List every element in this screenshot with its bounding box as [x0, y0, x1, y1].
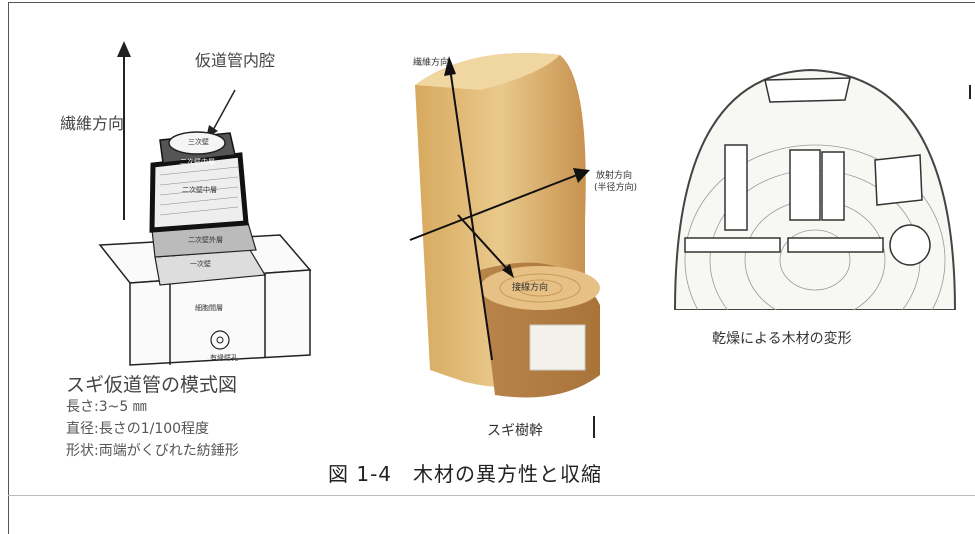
trunk-radial-direction-sub: (半径方向) [594, 183, 638, 193]
trunk-label-tag [529, 324, 586, 371]
piece-square-center [789, 149, 821, 221]
layer-label-s1-outer: 二次壁外層 [188, 236, 223, 244]
layer-label-s2: 二次壁中層 [182, 186, 217, 194]
piece-top-board [764, 77, 851, 103]
layer-label-middle-lamella: 細胞間層 [195, 304, 223, 312]
layer-label-s1-inner: 二次壁内層 [180, 158, 215, 166]
trunk-cross-section [480, 266, 600, 310]
piece-round-dowel [889, 224, 931, 266]
piece-square-far-right [874, 154, 923, 206]
lumen-pointer-line [211, 89, 236, 133]
frame-top-border [8, 2, 975, 3]
trunk-tangential-direction-label: 接線方向 [512, 283, 549, 293]
tangential-axis [457, 214, 509, 271]
piece-vertical-left [724, 144, 748, 231]
cell-wall-layers [98, 131, 312, 366]
tracheid-caption-shape: 形状:両端がくびれた紡錘形 [66, 443, 239, 459]
fiber-arrow-head [117, 41, 131, 57]
drying-deformation-diagram [670, 60, 960, 376]
fiber-axis [449, 67, 493, 361]
growth-ring-1 [499, 273, 581, 303]
trunk-caption: スギ樹幹 [487, 423, 543, 439]
tangential-axis-head [502, 264, 514, 278]
trunk-fiber-direction-label: 繊維方向 [413, 58, 450, 68]
growth-ring-2 [517, 279, 563, 297]
piece-flat-center [787, 237, 884, 253]
tracheid-diagram: 繊維方向 仮道管内腔 三次壁 二次壁内層 二次壁中層 二次壁外層 一次壁 細胞間… [60, 35, 350, 395]
deformation-caption: 乾燥による木材の変形 [712, 331, 852, 347]
tracheid-caption-title: スギ仮道管の模式図 [66, 374, 238, 396]
layer-label-s3: 三次壁 [188, 138, 209, 146]
lumen-label: 仮道管内腔 [195, 51, 276, 70]
trunk-caption-divider [593, 416, 595, 438]
deformed-pieces [684, 77, 931, 266]
right-edge-tick [969, 85, 971, 99]
deformation-illustration [673, 68, 957, 376]
layer-label-bordered-pit: 有縁壁孔 [210, 354, 238, 362]
frame-bottom-border [8, 495, 975, 496]
radial-axis-head [573, 168, 590, 183]
trunk-radial-direction-label: 放射方向 [596, 171, 633, 181]
piece-square-right [821, 151, 845, 221]
layer-label-primary: 一次壁 [190, 260, 211, 268]
frame-left-border [8, 2, 9, 534]
tracheid-caption-length: 長さ:3~5 ㎜ [66, 399, 147, 415]
cedar-trunk-diagram: 繊維方向 放射方向 (半径方向) 接線方向 [380, 30, 680, 410]
figure-caption: 図 1-4 木材の異方性と収縮 [328, 462, 603, 486]
piece-flat-left [684, 237, 781, 253]
fiber-direction-label: 繊維方向 [60, 114, 125, 133]
tracheid-caption-diameter: 直径:長さの1/100程度 [66, 421, 210, 437]
cedar-trunk-illustration [409, 53, 600, 398]
radial-axis [409, 174, 578, 241]
fiber-axis-head [444, 56, 456, 76]
tracheid-illustration [98, 41, 312, 366]
